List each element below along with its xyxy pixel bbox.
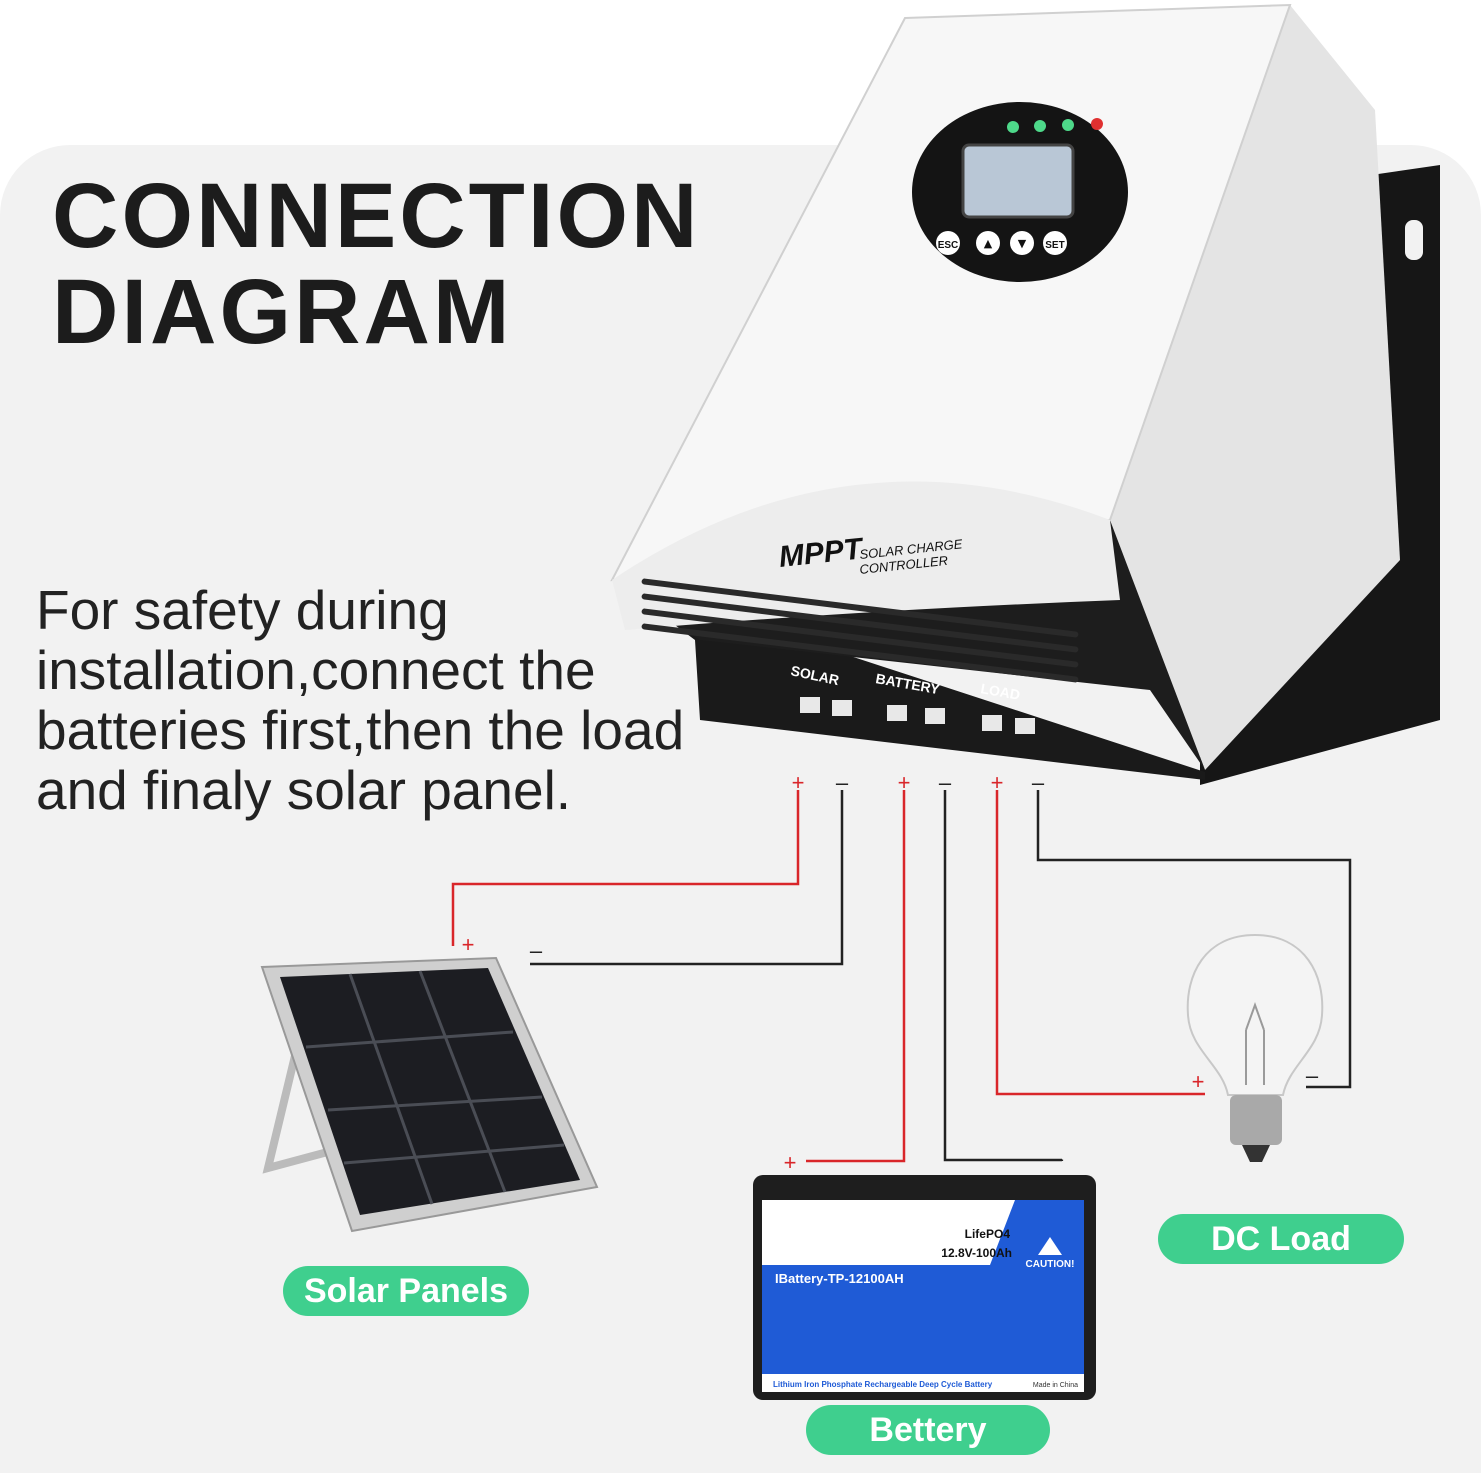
load-positive-wire bbox=[995, 790, 1205, 1096]
up-button-label: ▲ bbox=[984, 237, 993, 250]
polarity-marks: + – + – + – + – + – + – bbox=[462, 770, 1319, 1175]
lcd-screen bbox=[961, 143, 1075, 219]
esc-button[interactable] bbox=[936, 231, 960, 255]
control-buttons: ESC ▲ ▼ SET bbox=[936, 231, 1067, 255]
solar-plus-mark: + bbox=[792, 770, 805, 795]
pv-led bbox=[1007, 121, 1019, 133]
panel-stand bbox=[262, 1034, 337, 1174]
bulb-base bbox=[1230, 1095, 1282, 1145]
wires bbox=[451, 790, 1352, 1163]
battery-post-minus-mark: – bbox=[1051, 1146, 1064, 1171]
set-button[interactable] bbox=[1043, 231, 1067, 255]
battery: LifePO4 12.8V-100Ah IBattery-TP-12100AH … bbox=[753, 1175, 1096, 1400]
solar-panels-label: Solar Panels bbox=[283, 1266, 529, 1316]
bulb-filament bbox=[1245, 1002, 1265, 1085]
battery-chemistry: LifePO4 bbox=[965, 1227, 1011, 1241]
battery-plus-mark: + bbox=[898, 770, 911, 795]
battery-model: IBattery-TP-12100AH bbox=[775, 1271, 904, 1286]
safety-instructions: For safety during installation,connect t… bbox=[36, 579, 685, 821]
battery-label-white bbox=[762, 1200, 1015, 1265]
battery-made-in: Made in China bbox=[1033, 1382, 1078, 1389]
terminal-screws bbox=[800, 697, 1035, 734]
bulb-contact bbox=[1242, 1145, 1270, 1162]
battery-caution: CAUTION! bbox=[1026, 1259, 1075, 1270]
page-title: CONNECTION DIAGRAM bbox=[52, 168, 700, 360]
solar-negative-wire bbox=[530, 790, 844, 966]
panel-cells bbox=[280, 968, 580, 1215]
up-button[interactable] bbox=[976, 231, 1000, 255]
solar-minus-mark: – bbox=[836, 770, 849, 795]
load-terminal-label: LOAD bbox=[979, 680, 1021, 703]
solar-panel bbox=[260, 956, 599, 1233]
load-led bbox=[1062, 119, 1074, 131]
title-line-2: DIAGRAM bbox=[52, 261, 513, 363]
controller-side bbox=[1110, 5, 1400, 770]
bulb-glass bbox=[1186, 933, 1324, 1096]
panel-plus-mark: + bbox=[462, 932, 475, 957]
title-line-1: CONNECTION bbox=[52, 165, 701, 267]
battery-positive-wire bbox=[806, 790, 906, 1163]
bracket-slot-top bbox=[1405, 220, 1423, 260]
light-bulb bbox=[1186, 933, 1324, 1162]
solar-positive-wire bbox=[451, 790, 800, 946]
bulb-minus-mark: – bbox=[1306, 1063, 1319, 1088]
indicator-leds bbox=[1007, 118, 1103, 133]
charge-led bbox=[1034, 120, 1046, 132]
battery-post-plus-mark: + bbox=[784, 1150, 797, 1175]
battery-negative-wire bbox=[943, 790, 1062, 1162]
panel-minus-mark: – bbox=[530, 938, 543, 963]
load-plus-mark: + bbox=[991, 770, 1004, 795]
esc-button-label: ESC bbox=[938, 240, 959, 251]
charge-controller: ESC ▲ ▼ SET MPPT SOLAR CHARGE CONTROLLER… bbox=[610, 3, 1440, 785]
battery-footer: Lithium Iron Phosphate Rechargeable Deep… bbox=[773, 1380, 993, 1389]
load-negative-wire bbox=[1036, 790, 1352, 1089]
battery-label: Bettery bbox=[806, 1405, 1050, 1455]
down-button-label: ▼ bbox=[1018, 237, 1027, 250]
down-button[interactable] bbox=[1010, 231, 1034, 255]
battery-footer-band bbox=[762, 1374, 1084, 1392]
alarm-led bbox=[1091, 118, 1103, 130]
warning-icon bbox=[1038, 1237, 1062, 1255]
load-minus-mark: – bbox=[1032, 770, 1045, 795]
panel-cell-grid bbox=[305, 970, 565, 1205]
battery-minus-mark: – bbox=[939, 770, 952, 795]
battery-rating: 12.8V-100Ah bbox=[941, 1246, 1012, 1260]
vent-slots bbox=[641, 578, 1079, 683]
dc-load-label: DC Load bbox=[1158, 1214, 1404, 1264]
bulb-plus-mark: + bbox=[1192, 1069, 1205, 1094]
set-button-label: SET bbox=[1045, 240, 1064, 251]
